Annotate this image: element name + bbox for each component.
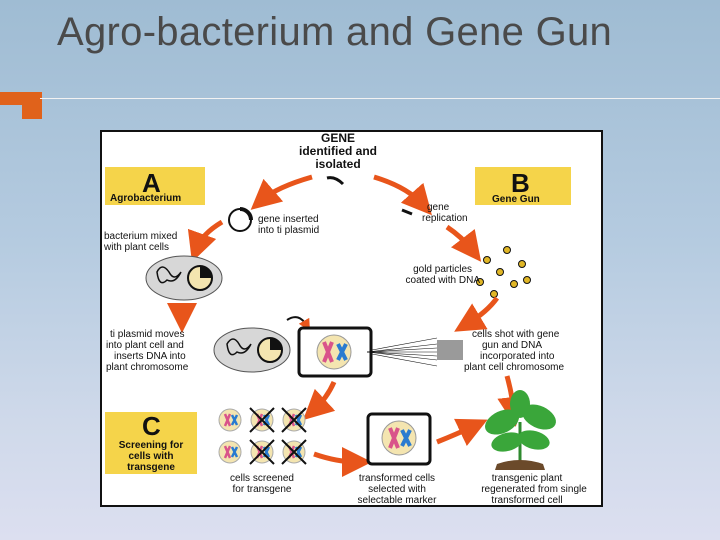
panel-b-name: Gene Gun bbox=[492, 194, 540, 205]
bacterium-mixed-label-1: bacterium mixed bbox=[104, 231, 177, 242]
transformed-chromosome-pink bbox=[388, 427, 400, 449]
gene-replication-label-2: replication bbox=[422, 213, 468, 224]
plant-label-2: regenerated from single bbox=[481, 484, 587, 495]
panel-c-line-2: cells with bbox=[128, 451, 173, 462]
plasmid-gene-wedge-2 bbox=[270, 338, 282, 350]
gold-particles-icon bbox=[476, 246, 531, 298]
cells-shot-label-4: plant cell chromosome bbox=[464, 362, 564, 373]
diagram-svg: GENE identified and isolated A Agrobacte… bbox=[103, 132, 587, 505]
plasmid-gene-wedge bbox=[200, 266, 212, 278]
bacterium-mixed-label-2: with plant cells bbox=[103, 242, 169, 253]
transformed-label-2: selected with bbox=[368, 484, 426, 495]
nucleus-icon bbox=[316, 334, 352, 370]
panel-a-letter: A bbox=[142, 168, 161, 198]
transformed-chromosome-blue bbox=[400, 429, 412, 447]
transformation-diagram: GENE identified and isolated A Agrobacte… bbox=[100, 130, 603, 507]
panel-b-letter: B bbox=[511, 168, 530, 198]
screened-cell-rejected bbox=[249, 439, 275, 465]
arrow-transformed-to-plant bbox=[436, 418, 488, 446]
gene-copy-icon bbox=[401, 208, 413, 216]
panel-c-line-3: transgene bbox=[127, 462, 175, 473]
arrow-nucleus-to-screening bbox=[302, 380, 337, 421]
ti-moves-label-1: ti plasmid moves bbox=[110, 329, 184, 340]
transformed-nucleus-icon bbox=[381, 420, 417, 456]
ti-moves-label-4: plant chromosome bbox=[106, 362, 189, 373]
transformed-label-1: transformed cells bbox=[359, 473, 435, 484]
cells-screened-label-1: cells screened bbox=[230, 473, 294, 484]
plant-label-3: transformed cell bbox=[491, 495, 562, 505]
gene-fragment bbox=[326, 176, 345, 186]
cells-shot-label-1: cells shot with gene bbox=[472, 329, 560, 340]
slide-title: Agro-bacterium and Gene Gun bbox=[57, 10, 613, 54]
screened-cell bbox=[218, 440, 242, 464]
transformed-label-3: selectable marker bbox=[358, 495, 438, 505]
arrow-gene-to-b bbox=[373, 174, 432, 216]
chromosome-blue-2 bbox=[336, 343, 348, 361]
gold-particles-label-2: coated with DNA bbox=[406, 275, 481, 286]
panel-a-name: Agrobacterium bbox=[110, 193, 181, 204]
panel-c-letter: C bbox=[142, 411, 161, 441]
screened-cell bbox=[218, 408, 242, 432]
panel-c-line-1: Screening for bbox=[119, 440, 184, 451]
gene-inserted-label-2: into ti plasmid bbox=[258, 225, 319, 236]
plasmid-transfer-arrow bbox=[286, 316, 310, 332]
screened-cell-rejected bbox=[281, 407, 307, 433]
screened-cell-rejected bbox=[281, 439, 307, 465]
gene-label-1: GENE bbox=[321, 132, 355, 145]
screened-cell-rejected bbox=[249, 407, 275, 433]
arrow-replication-to-gold bbox=[445, 224, 482, 262]
gene-gun-barrel-icon bbox=[437, 340, 463, 360]
ti-moves-label-3: inserts DNA into bbox=[114, 351, 186, 362]
bacterial-dna-icon bbox=[156, 266, 182, 284]
gold-particles-label-1: gold particles bbox=[413, 264, 472, 275]
panel-b-box bbox=[475, 167, 571, 205]
transgenic-plant-icon bbox=[485, 390, 556, 470]
title-accent-block bbox=[22, 92, 42, 119]
gene-label-2: identified and bbox=[299, 144, 377, 158]
arrow-gold-to-shot bbox=[454, 296, 500, 332]
gene-replication-label-1: gene bbox=[427, 202, 450, 213]
panel-c-box bbox=[105, 412, 197, 474]
cells-shot-label-3: incorporated into bbox=[480, 351, 555, 362]
arrow-gene-to-a bbox=[250, 174, 313, 210]
bacterial-dna-2-icon bbox=[226, 338, 252, 356]
cells-shot-label-2: gun and DNA bbox=[482, 340, 542, 351]
cells-screened-label-2: for transgene bbox=[233, 484, 292, 495]
arrow-screened-to-transformed bbox=[313, 446, 372, 477]
gene-inserted-label-1: gene inserted bbox=[258, 214, 319, 225]
plant-label-1: transgenic plant bbox=[492, 473, 563, 484]
ti-moves-label-2: into plant cell and bbox=[106, 340, 184, 351]
gene-label-3: isolated bbox=[315, 157, 360, 171]
gene-gun-spray-icon bbox=[366, 337, 438, 367]
arrow-plasmid-to-bacterium bbox=[187, 219, 224, 263]
panel-a-box bbox=[105, 167, 205, 205]
screened-cells-grid bbox=[218, 407, 307, 465]
chromosome-pink-2 bbox=[322, 341, 334, 363]
plasmid-gene-segment bbox=[239, 207, 253, 221]
title-rule bbox=[40, 98, 720, 99]
